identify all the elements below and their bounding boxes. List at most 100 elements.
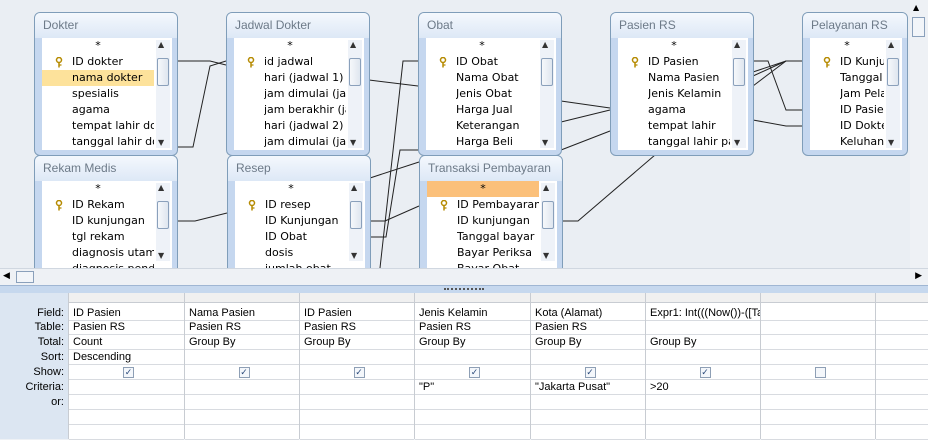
field-item[interactable]: ID Obat [235, 229, 347, 245]
table-cell[interactable] [761, 320, 875, 335]
or-cell[interactable] [415, 395, 530, 410]
field-cell[interactable]: ID Pasien [69, 306, 184, 321]
column-selector[interactable] [761, 293, 875, 303]
grid-column[interactable] [875, 293, 928, 440]
field-item[interactable]: Harga Jual [426, 102, 538, 118]
sort-cell[interactable] [415, 350, 530, 365]
splitter-grip[interactable] [444, 288, 484, 290]
field-item[interactable]: agama [618, 102, 730, 118]
empty-cell[interactable] [531, 410, 645, 425]
column-selector[interactable] [69, 293, 184, 303]
field-list-scrollbar[interactable]: ▲▼ [348, 40, 362, 148]
field-list-scrollbar[interactable]: ▲▼ [541, 183, 555, 261]
column-selector[interactable] [531, 293, 645, 303]
field-item[interactable]: Keluhan [810, 134, 884, 150]
field-item[interactable]: Jam Pelayanan [810, 86, 884, 102]
field-item[interactable]: jam dimulai (jadwal 2) [234, 134, 346, 150]
field-item[interactable]: ID Kunjungan [235, 213, 347, 229]
design-vertical-scrollbar[interactable]: ▲ [910, 0, 928, 268]
field-item[interactable]: diagnosis pendukung [42, 261, 154, 268]
column-selector[interactable] [646, 293, 760, 303]
show-checkbox[interactable]: ✓ [353, 367, 365, 378]
field-list-scrollbar[interactable]: ▲▼ [886, 40, 900, 148]
field-cell[interactable]: ID Pasien [300, 306, 414, 321]
show-checkbox[interactable]: ✓ [238, 367, 250, 378]
criteria-cell[interactable] [761, 380, 875, 395]
table-cell[interactable]: Pasien RS [185, 320, 299, 335]
field-item[interactable]: Tanggal bayar [427, 229, 539, 245]
field-item[interactable]: dosis [235, 245, 347, 261]
field-item[interactable]: * [427, 181, 539, 197]
empty-cell[interactable] [300, 410, 414, 425]
empty-cell[interactable] [646, 425, 760, 440]
field-cell[interactable] [761, 306, 875, 321]
show-checkbox[interactable]: ✓ [699, 367, 711, 378]
field-item[interactable]: nama dokter [42, 70, 154, 86]
field-item[interactable]: Bayar Periksa [427, 245, 539, 261]
sort-cell[interactable] [646, 350, 760, 365]
or-cell[interactable] [646, 395, 760, 410]
show-checkbox[interactable]: ✓ [469, 367, 480, 378]
criteria-cell[interactable] [185, 380, 299, 395]
field-item[interactable]: Bayar Obat [427, 261, 539, 268]
or-cell[interactable] [300, 395, 414, 410]
total-cell[interactable]: Group By [300, 335, 414, 350]
table-cell[interactable] [646, 320, 760, 335]
show-checkbox[interactable]: ✓ [584, 367, 596, 378]
criteria-cell[interactable] [300, 380, 414, 395]
total-cell[interactable]: Group By [185, 335, 299, 350]
field-item[interactable]: tempat lahir [618, 118, 730, 134]
column-selector[interactable] [185, 293, 299, 303]
field-item[interactable]: tgl rekam [42, 229, 154, 245]
empty-cell[interactable] [69, 410, 184, 425]
empty-cell[interactable] [69, 425, 184, 440]
field-item[interactable]: Nama Pasien [618, 70, 730, 86]
field-item[interactable]: ID resep [235, 197, 347, 213]
empty-cell[interactable] [415, 425, 530, 440]
empty-cell[interactable] [415, 410, 530, 425]
field-item[interactable]: * [810, 38, 884, 54]
criteria-cell[interactable]: >20 [646, 380, 760, 395]
field-item[interactable]: id jadwal [234, 54, 346, 70]
field-item[interactable]: * [42, 181, 154, 197]
field-item[interactable]: * [42, 38, 154, 54]
table-title[interactable]: Obat [419, 13, 561, 38]
sort-cell[interactable]: Descending [69, 350, 184, 365]
field-list-scrollbar[interactable]: ▲▼ [156, 40, 170, 148]
criteria-cell[interactable] [69, 380, 184, 395]
sort-cell[interactable] [531, 350, 645, 365]
column-selector[interactable] [415, 293, 530, 303]
field-cell[interactable]: Kota (Alamat) [531, 306, 645, 321]
empty-cell[interactable] [185, 425, 299, 440]
field-item[interactable]: ID Rekam [42, 197, 154, 213]
total-cell[interactable]: Group By [646, 335, 760, 350]
field-item[interactable]: ID Obat [426, 54, 538, 70]
sort-cell[interactable] [761, 350, 875, 365]
field-item[interactable]: ID Pasien [810, 102, 884, 118]
table-title[interactable]: Resep [228, 156, 370, 181]
field-cell[interactable]: Jenis Kelamin [415, 306, 530, 321]
or-cell[interactable] [761, 395, 875, 410]
field-list-scrollbar[interactable]: ▲▼ [540, 40, 554, 148]
field-item[interactable]: Tanggal Pelayanan [810, 70, 884, 86]
field-item[interactable]: hari (jadwal 1) [234, 70, 346, 86]
field-item[interactable]: agama [42, 102, 154, 118]
field-item[interactable]: ID Pasien [618, 54, 730, 70]
field-item[interactable]: hari (jadwal 2) [234, 118, 346, 134]
field-item[interactable]: * [235, 181, 347, 197]
table-cell[interactable]: Pasien RS [415, 320, 530, 335]
sort-cell[interactable] [185, 350, 299, 365]
table-title[interactable]: Pelayanan RS [803, 13, 907, 38]
show-checkbox[interactable] [814, 367, 826, 378]
criteria-cell[interactable]: "Jakarta Pusat" [531, 380, 645, 395]
table-title[interactable]: Jadwal Dokter [227, 13, 369, 38]
table-cell[interactable]: Pasien RS [531, 320, 645, 335]
field-item[interactable]: tanggal lahir pasien [618, 134, 730, 150]
column-selector[interactable] [300, 293, 414, 303]
